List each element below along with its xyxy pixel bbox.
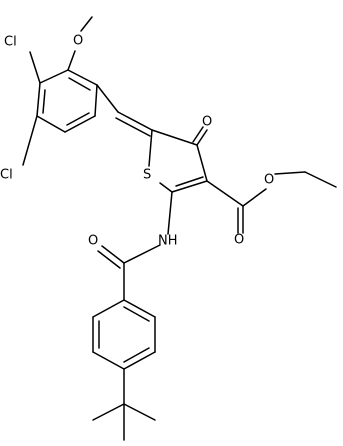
atom-o-ester-double: O (234, 233, 244, 248)
bond-ring1-e (94, 84, 98, 117)
bond-ch-ring2-double (115, 117, 151, 137)
bond-amide-c-o-double (97, 250, 121, 269)
bond-ring1-cl-bottom (22, 115, 38, 166)
bond-ring3-f (123, 299, 156, 318)
bond-ring1-d (64, 115, 96, 133)
atom-o-ketone: O (202, 115, 212, 130)
atom-cl-bottom: Cl (0, 168, 13, 183)
bond-s-c2 (159, 182, 173, 193)
bond-amide-c-o (101, 245, 125, 264)
bond-n-carbonyl (123, 244, 161, 264)
bond-o-methyl (80, 16, 93, 32)
bond-ring3-a (92, 299, 125, 318)
bond-ketone (196, 129, 208, 146)
bond-ring1-o-methoxy (67, 50, 76, 71)
bond-ring1-b (36, 82, 41, 117)
bond-tbu-me1 (92, 403, 125, 421)
bond-c5-s (148, 129, 153, 167)
bond-ring3-d (123, 351, 156, 370)
bond-ring3-inner-3 (123, 306, 150, 322)
bond-ring1-cl-top (29, 51, 41, 84)
atom-s-ring: S (143, 168, 151, 183)
atom-o-methoxy: O (73, 34, 83, 49)
bond-ring1-c (36, 115, 66, 133)
bond-ring1-inner-3 (68, 77, 91, 91)
bond-c2-c3-double (175, 176, 204, 187)
bond-c4-c5 (151, 129, 198, 146)
atom-cl-top: Cl (4, 35, 17, 50)
bond-aryl-ch (96, 84, 119, 113)
atom-label-layer: Cl O Cl S O O O NH O (0, 34, 274, 249)
bond-layer (22, 16, 337, 441)
bond-ring1-inner-1 (42, 89, 46, 114)
bond-ring1-f (67, 69, 98, 86)
atom-nh: NH (158, 234, 178, 249)
bond-ring1-inner-2 (66, 112, 90, 126)
atom-o-ester-single: O (264, 173, 274, 188)
bond-c2-n (167, 191, 173, 235)
bond-o-ethyl (274, 171, 306, 175)
atom-o-amide: O (88, 234, 98, 249)
bond-ketone-double (192, 126, 204, 143)
bond-ring1-a (39, 69, 69, 84)
bond-ch-ring2 (117, 111, 153, 131)
bond-ethyl-ch3 (304, 171, 337, 188)
bond-tbu-me2 (123, 403, 156, 421)
bond-c3-c4 (196, 144, 208, 182)
bond-ester-c-o (242, 188, 267, 207)
bond-ring3-inner-2 (123, 347, 150, 363)
bond-ring3-c (92, 351, 125, 370)
bond-c3-ester-c (206, 180, 244, 207)
bond-c2-c3 (171, 180, 208, 193)
